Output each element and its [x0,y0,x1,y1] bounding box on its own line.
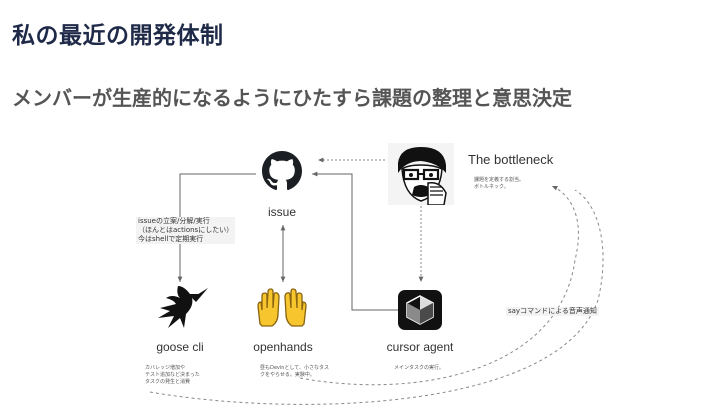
cursor-cube-icon [398,290,442,330]
goose-desc: カバレッジ増加や テスト追加など決まった タスクの発生と消費 [145,365,200,386]
person-portrait-icon [388,143,454,205]
say-notify-annotation: sayコマンドによる音声通知 [506,307,599,316]
page-title: 私の最近の開発体制 [12,23,224,49]
openhands-desc-line: クをやらせる。実験中。 [260,372,315,378]
issue-flow-annotation: issueの立案/分解/実行 （ほんとはactionsにしたい） 今はshell… [136,217,236,244]
bottleneck-desc-line: 課題を定義する割当。 [474,177,525,183]
edge-issue-to-goose [177,173,256,282]
goose-desc-line: カバレッジ増加や [145,365,186,371]
openhands-label: openhands [253,340,313,354]
goose-label: goose cli [156,340,204,354]
openhands-desc-line: 昼もDevinとして、小さなタス [260,365,330,371]
cursor-desc-line: メインタスクの実行。 [394,365,445,371]
edge-cursor-to-issue [312,171,398,311]
issue-label: issue [267,205,296,219]
goose-desc-line: タスクの発生と消費 [145,379,191,385]
bottleneck-label: The bottleneck [468,152,554,167]
openhands-desc: 昼もDevinとして、小さなタス クをやらせる。実験中。 [260,365,329,379]
bottleneck-desc-line: ボトルネック。 [474,184,509,190]
github-icon [262,151,302,191]
annotation-line: 今はshellで定期実行 [136,235,236,244]
goose-icon [150,284,210,332]
annotation-line: issueの立案/分解/実行 [136,217,236,226]
page-subtitle: メンバーが生産的になるようにひたすら課題の整理と意思決定 [12,86,572,110]
raised-hands-icon [254,288,310,328]
annotation-line: （ほんとはactionsにしたい） [136,226,236,235]
cursor-label: cursor agent [386,340,454,354]
bottleneck-desc: 課題を定義する割当。 ボトルネック。 [474,177,524,191]
edge-say-notify-goose [149,189,604,405]
goose-desc-line: テスト追加など決まった [145,372,200,378]
edge-say-notify-openhands [299,185,579,386]
cursor-desc: メインタスクの実行。 [394,365,444,372]
